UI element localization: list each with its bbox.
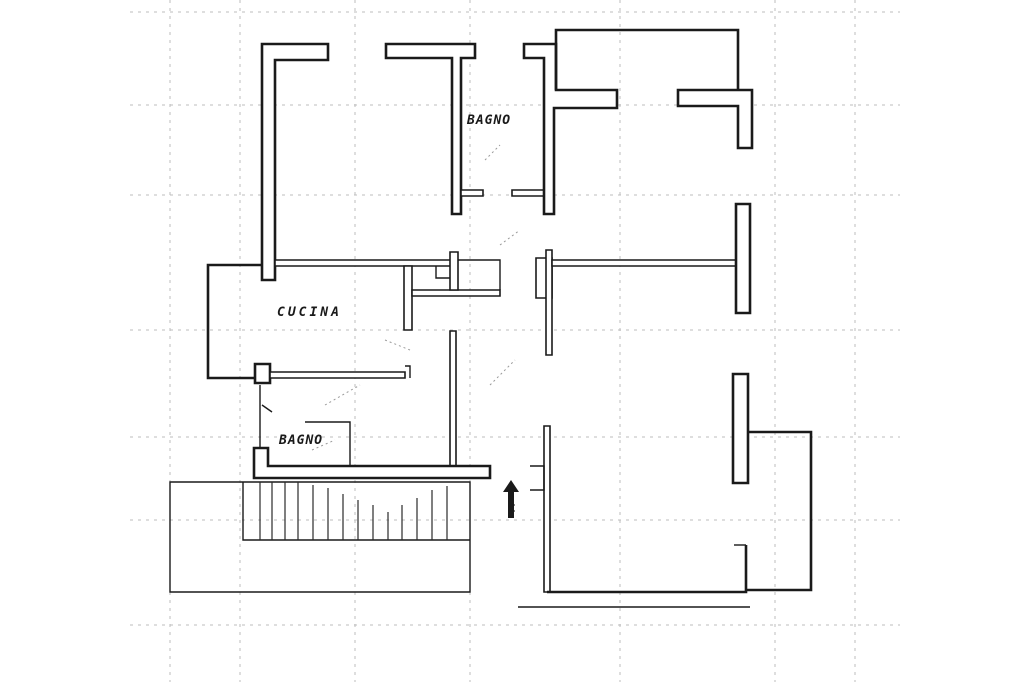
room-label-bagno-top: BAGNO — [466, 113, 511, 128]
wall-southeast — [518, 372, 813, 608]
sketch-marks — [311, 144, 521, 451]
wall-central — [274, 202, 752, 356]
background-grid — [130, 0, 900, 682]
stair-block — [169, 481, 471, 593]
room-label-bagno-bottom: BAGNO — [278, 433, 323, 448]
wall-west-upper — [260, 42, 330, 282]
wall-bagno-top — [384, 42, 619, 216]
wall-northeast — [554, 28, 754, 150]
wall-cucina — [206, 263, 457, 467]
room-label-cucina: CUCINA — [277, 305, 342, 320]
wall-bagno-bottom — [252, 385, 492, 480]
arrow-up-icon — [503, 480, 519, 518]
